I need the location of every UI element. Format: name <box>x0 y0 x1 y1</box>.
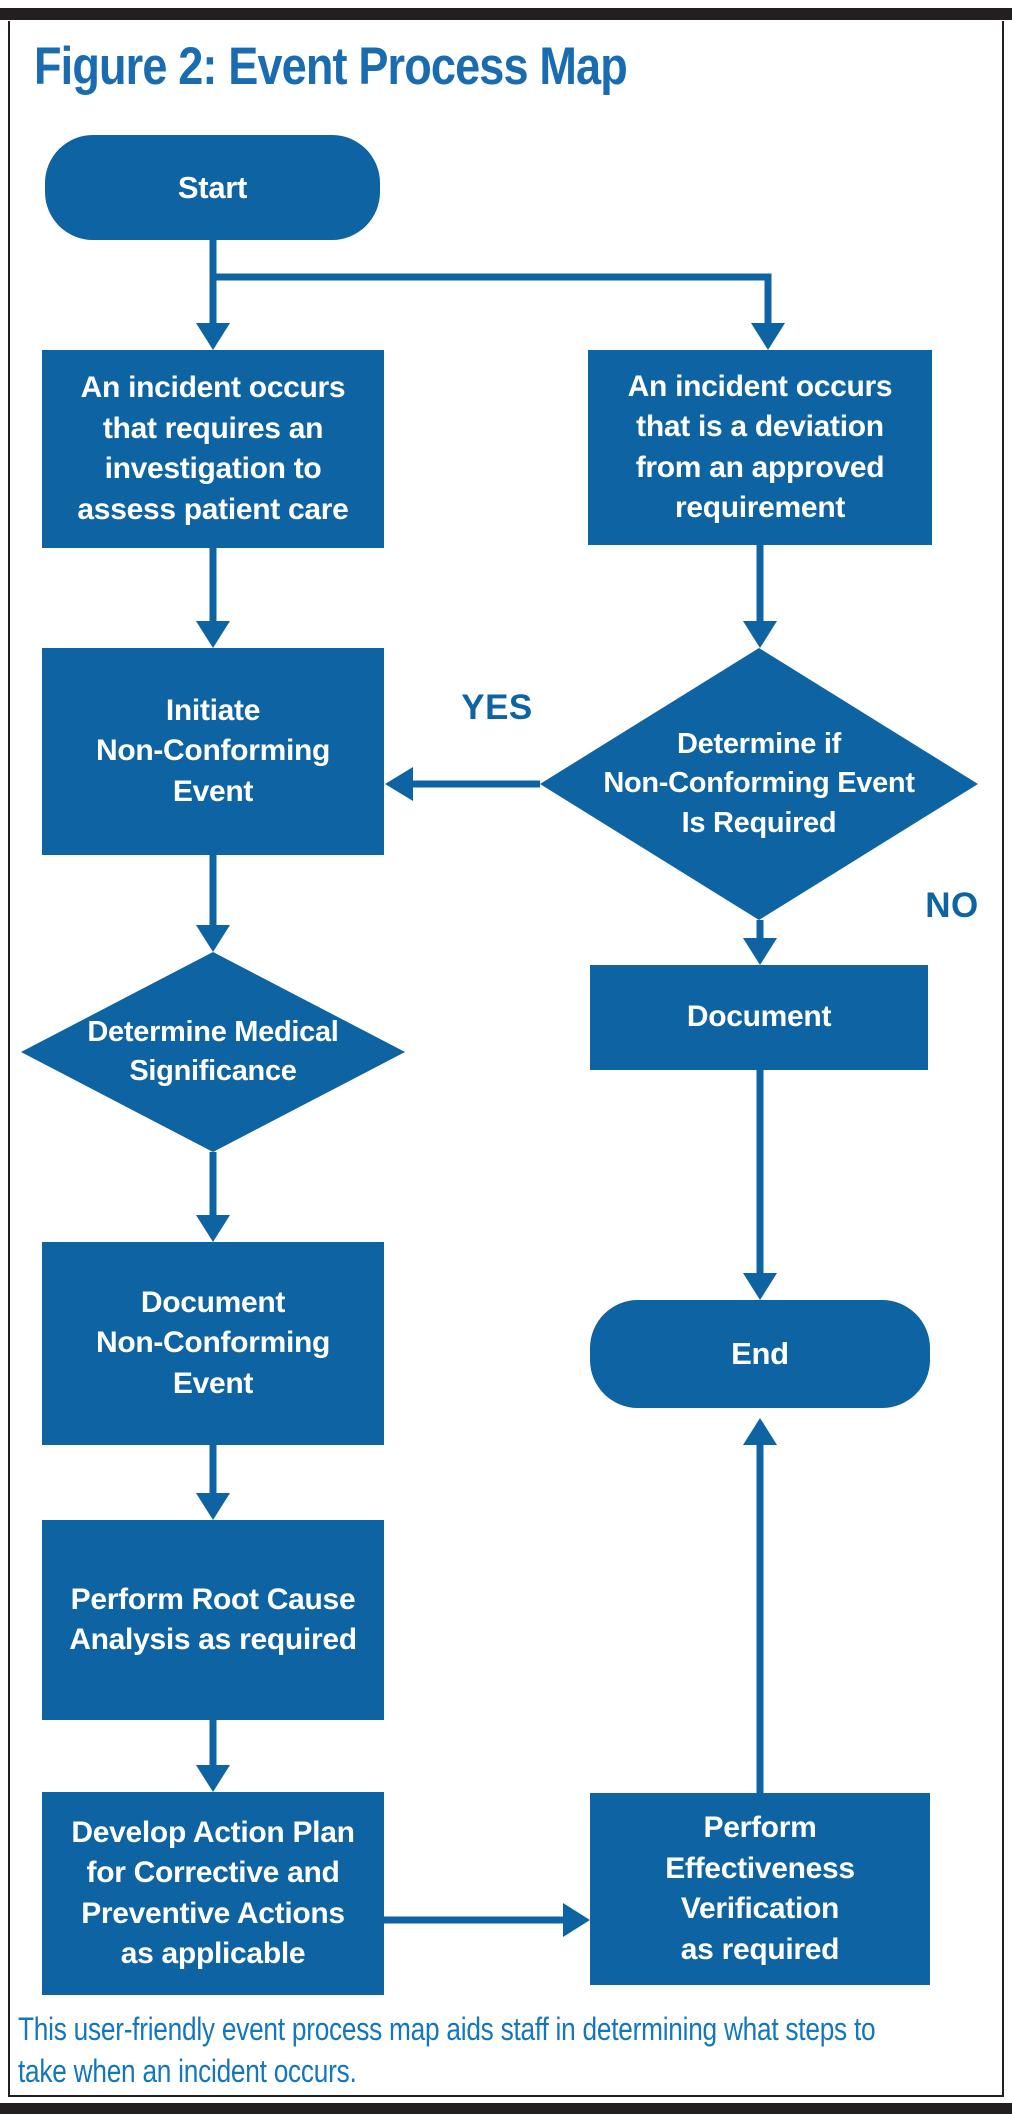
node-initiate: Initiate Non-Conforming Event <box>42 648 384 855</box>
node-root-cause: Perform Root Cause Analysis as required <box>42 1520 384 1720</box>
node-incident-right: An incident occurs that is a deviation f… <box>588 350 932 545</box>
node-develop-plan: Develop Action Plan for Corrective and P… <box>42 1792 384 1995</box>
arrowhead-to-decision-nce <box>743 621 777 648</box>
arrowhead-to-initiate <box>196 621 230 648</box>
node-start: Start <box>45 135 380 240</box>
arrowhead-to-incident-left <box>196 323 230 350</box>
node-document-nce: Document Non-Conforming Event <box>42 1242 384 1445</box>
figure-title: Figure 2: Event Process Map <box>34 37 628 96</box>
connector-start-branch-right <box>213 273 772 323</box>
figure-caption: This user-friendly event process map aid… <box>18 2008 1002 2092</box>
arrowhead-to-decision-medical <box>196 925 230 952</box>
arrowhead-to-document <box>743 938 777 965</box>
node-effectiveness: Perform Effectiveness Verification as re… <box>590 1793 930 1985</box>
arrowhead-to-root-cause <box>196 1493 230 1520</box>
edge-label-yes: YES <box>461 688 533 727</box>
arrowhead-to-end-top <box>743 1273 777 1300</box>
arrowhead-to-effectiveness <box>563 1903 590 1937</box>
node-decision-nce-label: Determine if Non-Conforming Event Is Req… <box>603 728 915 839</box>
caption-line-2: take when an incident occurs. <box>18 2053 357 2090</box>
decision-medical-diamond <box>21 952 405 1152</box>
arrowhead-to-document-nce <box>196 1215 230 1242</box>
node-end: End <box>590 1300 930 1408</box>
node-document: Document <box>590 965 928 1070</box>
arrowhead-to-incident-right <box>751 323 785 350</box>
node-decision-medical-label: Determine Medical Significance <box>87 1015 339 1087</box>
figure-frame <box>8 21 1004 2097</box>
caption-line-1: This user-friendly event process map aid… <box>18 2011 876 2047</box>
arrowhead-to-end-bottom <box>743 1418 777 1445</box>
top-rule <box>0 8 1012 20</box>
node-incident-left: An incident occurs that requires an inve… <box>42 350 384 548</box>
bottom-rule <box>0 2103 1012 2114</box>
decision-nce-diamond <box>540 648 978 920</box>
edge-label-no: NO <box>925 886 979 925</box>
arrowhead-yes-to-initiate <box>385 767 413 801</box>
arrowhead-to-develop <box>196 1765 230 1792</box>
